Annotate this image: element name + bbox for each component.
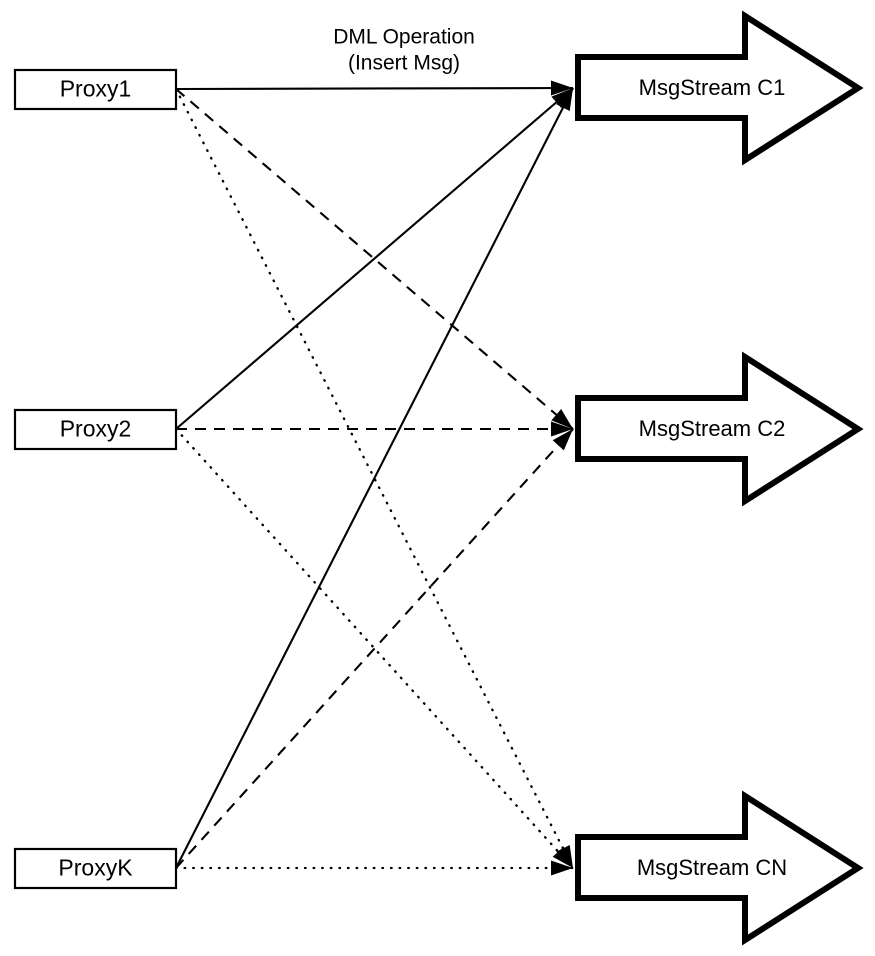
msgstream-arrow-msgstream_cn[interactable] xyxy=(575,790,864,946)
msgstream-node-msgstream_cn[interactable]: MsgStream CN xyxy=(575,790,864,946)
arrowhead-proxy2-to-c2 xyxy=(551,421,573,437)
msgstream-node-msgstream_c1[interactable]: MsgStream C1 xyxy=(575,10,864,166)
operation-label-line1: DML Operation xyxy=(333,26,475,49)
operation-label-line2: (Insert Msg) xyxy=(348,52,460,75)
arrowhead-proxyK-to-cn xyxy=(551,860,573,876)
msgstream-node-msgstream_c2[interactable]: MsgStream C2 xyxy=(575,351,864,507)
proxy-box-proxyK[interactable] xyxy=(13,847,178,890)
arrowhead-proxy1-to-c1 xyxy=(550,80,573,96)
arrowhead-proxy2-to-cn xyxy=(552,846,573,868)
edge-proxyK-to-c2 xyxy=(175,428,574,869)
edge-proxy1-to-c1 xyxy=(175,86,574,91)
operation-label: DML Operation (Insert Msg) xyxy=(333,26,475,75)
edge-proxy1-to-cn xyxy=(174,87,575,870)
proxy-node-proxyK[interactable]: ProxyK xyxy=(13,847,178,890)
msgstream-label-msgstream_c1: MsgStream C1 xyxy=(639,75,786,100)
proxy-node-proxy2[interactable]: Proxy2 xyxy=(13,408,178,451)
proxy-box-proxy1[interactable] xyxy=(13,68,178,111)
proxy-box-proxy2[interactable] xyxy=(13,408,178,451)
arrowhead-proxy1-to-c2 xyxy=(551,408,573,429)
edge-proxy2-to-c1 xyxy=(175,87,574,430)
arrowhead-proxy2-to-c1 xyxy=(551,88,573,109)
proxy-node-proxy1[interactable]: Proxy1 xyxy=(13,68,178,111)
msgstream-group: MsgStream C1 MsgStream C2 MsgStream CN xyxy=(575,10,864,946)
proxy-label-proxy1: Proxy1 xyxy=(60,76,132,102)
proxy-label-proxyK: ProxyK xyxy=(58,855,133,881)
msgstream-arrow-msgstream_c1[interactable] xyxy=(575,10,864,166)
arrowhead-proxyK-to-c1 xyxy=(556,88,573,112)
edge-proxyK-to-c1 xyxy=(175,87,574,869)
arrowhead-proxyK-to-c2 xyxy=(552,429,573,451)
msgstream-label-msgstream_c2: MsgStream C2 xyxy=(639,416,786,441)
proxy-label-proxy2: Proxy2 xyxy=(60,416,132,442)
arrowheads-layer xyxy=(550,80,573,876)
msgstream-arrow-msgstream_c2[interactable] xyxy=(575,351,864,507)
msgstream-label-msgstream_cn: MsgStream CN xyxy=(637,855,787,880)
edges-layer xyxy=(174,86,575,870)
